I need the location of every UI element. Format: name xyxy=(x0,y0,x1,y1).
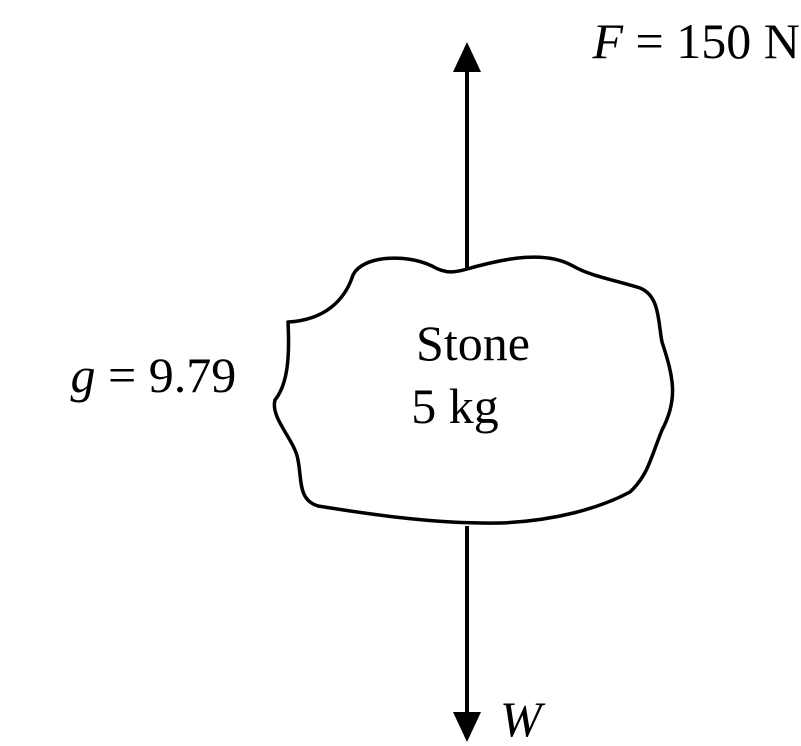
stone-mass: 5 kg xyxy=(411,378,499,434)
weight-arrowhead xyxy=(453,712,481,742)
stone-name: Stone xyxy=(416,315,530,371)
applied-force-value: = 150 N xyxy=(623,13,800,69)
gravity-value: = 9.79 xyxy=(96,347,237,403)
stone-outline xyxy=(272,255,675,525)
weight-arrow xyxy=(453,526,481,742)
gravity-symbol: g xyxy=(71,347,96,403)
applied-force-arrow xyxy=(453,42,481,276)
applied-force-label: F = 150 N xyxy=(530,13,801,69)
gravity-label: g = 9.79 xyxy=(8,347,274,403)
applied-force-arrowhead xyxy=(453,42,481,72)
applied-force-symbol: F xyxy=(592,13,624,69)
weight-label: W xyxy=(500,691,546,746)
